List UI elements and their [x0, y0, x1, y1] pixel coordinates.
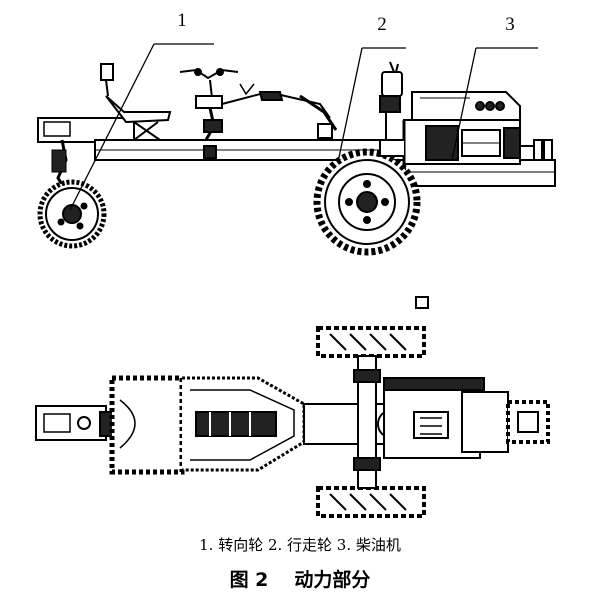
leader-line-3-diag	[451, 47, 477, 161]
callout-1: 1	[177, 10, 187, 31]
figure-title: 图 2 动力部分	[0, 565, 600, 592]
steering-wheel-side	[37, 179, 107, 249]
callout-3: 3	[505, 14, 515, 35]
figure-caption: 1. 转向轮 2. 行走轮 3. 柴油机	[199, 536, 401, 554]
handlebar	[179, 68, 239, 159]
leader-line-1-diag	[69, 43, 155, 211]
leader-lines	[69, 43, 538, 211]
callout-2: 2	[377, 14, 387, 35]
seat	[100, 63, 172, 141]
side-view	[37, 61, 556, 256]
linkage	[221, 83, 338, 139]
top-view	[35, 296, 550, 518]
steering-wheel-top	[35, 405, 115, 441]
figure-title-text: 动力部分	[294, 569, 371, 591]
diesel-engine-side	[379, 61, 553, 165]
small-part	[415, 296, 429, 309]
drive-wheel-side	[313, 148, 421, 256]
leader-line-2-diag	[337, 47, 363, 163]
drive-wheels-top	[316, 326, 426, 518]
diesel-engine-top	[383, 377, 550, 459]
frame-top	[109, 375, 391, 475]
figure-number: 图 2	[229, 569, 269, 591]
